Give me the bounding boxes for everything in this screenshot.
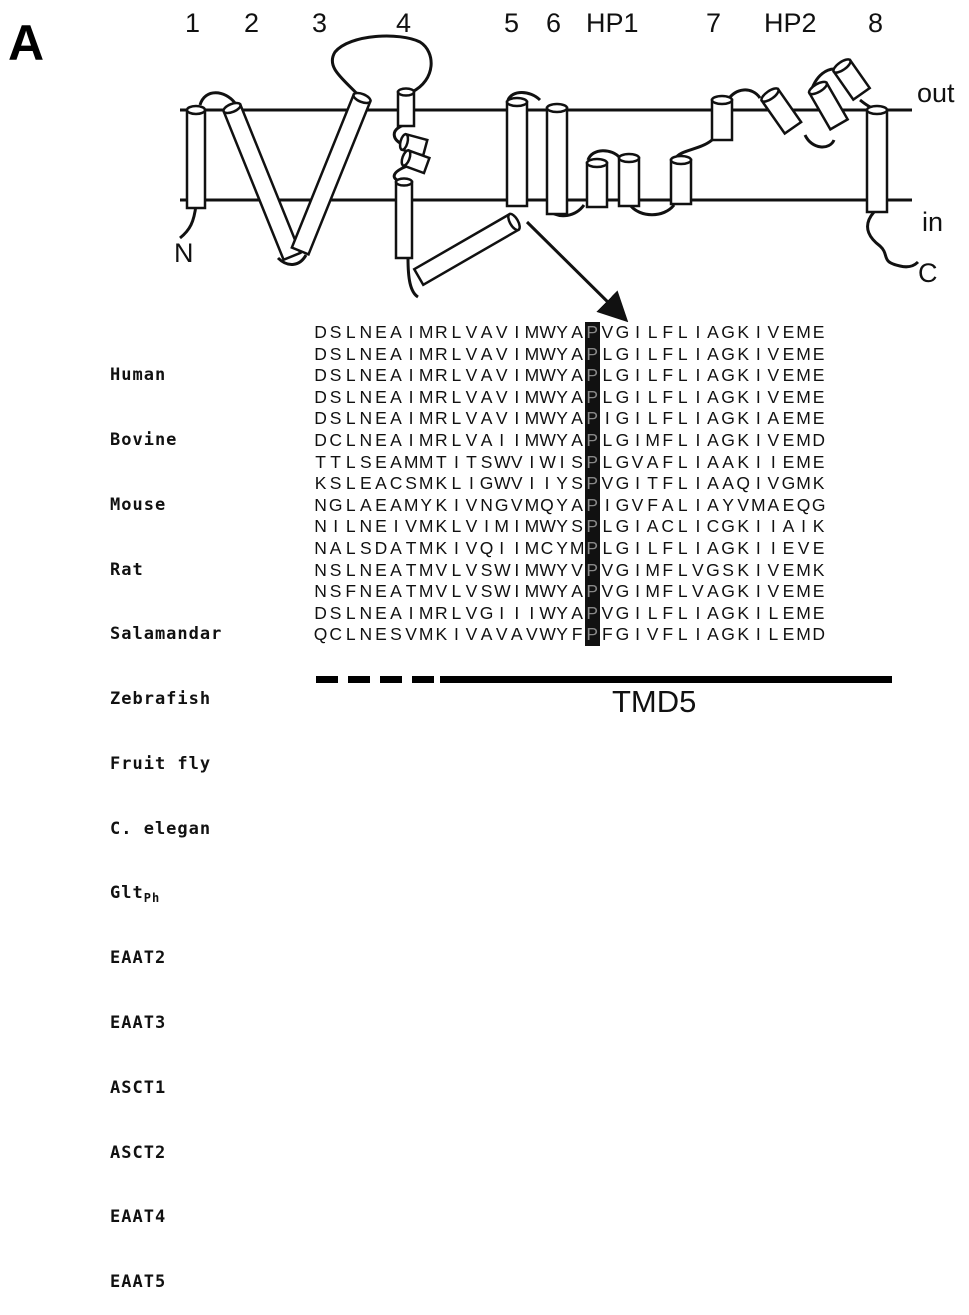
species-name: Fruit fly — [110, 754, 222, 776]
species-list: Human Bovine Mouse Rat Salamandar Zebraf… — [110, 322, 222, 1315]
species-name: Bovine — [110, 430, 222, 452]
tmd-dash-segment — [316, 676, 338, 683]
tmd-dash-segment — [380, 676, 402, 683]
species-subscript: Ph — [144, 891, 160, 905]
species-name: Rat — [110, 560, 222, 582]
tmd5-label: TMD5 — [612, 684, 696, 720]
species-name: Salamandar — [110, 624, 222, 646]
species-name: ASCT2 — [110, 1143, 222, 1165]
species-name: ASCT1 — [110, 1078, 222, 1100]
tm5-pointer-arrow — [527, 222, 624, 318]
tmd-dash-segment — [412, 676, 434, 683]
tmd-solid-bar — [440, 676, 892, 683]
species-name: Human — [110, 365, 222, 387]
species-name-glt: GltPh — [110, 883, 222, 905]
species-name: Zebrafish — [110, 689, 222, 711]
species-name: C. elegan — [110, 819, 222, 841]
tmd-dash-segment — [348, 676, 370, 683]
species-name: EAAT4 — [110, 1207, 222, 1229]
species-name: Mouse — [110, 495, 222, 517]
species-name: EAAT5 — [110, 1272, 222, 1294]
species-name: EAAT3 — [110, 1013, 222, 1035]
transmembrane-helices — [187, 57, 887, 285]
species-name: EAAT2 — [110, 948, 222, 970]
